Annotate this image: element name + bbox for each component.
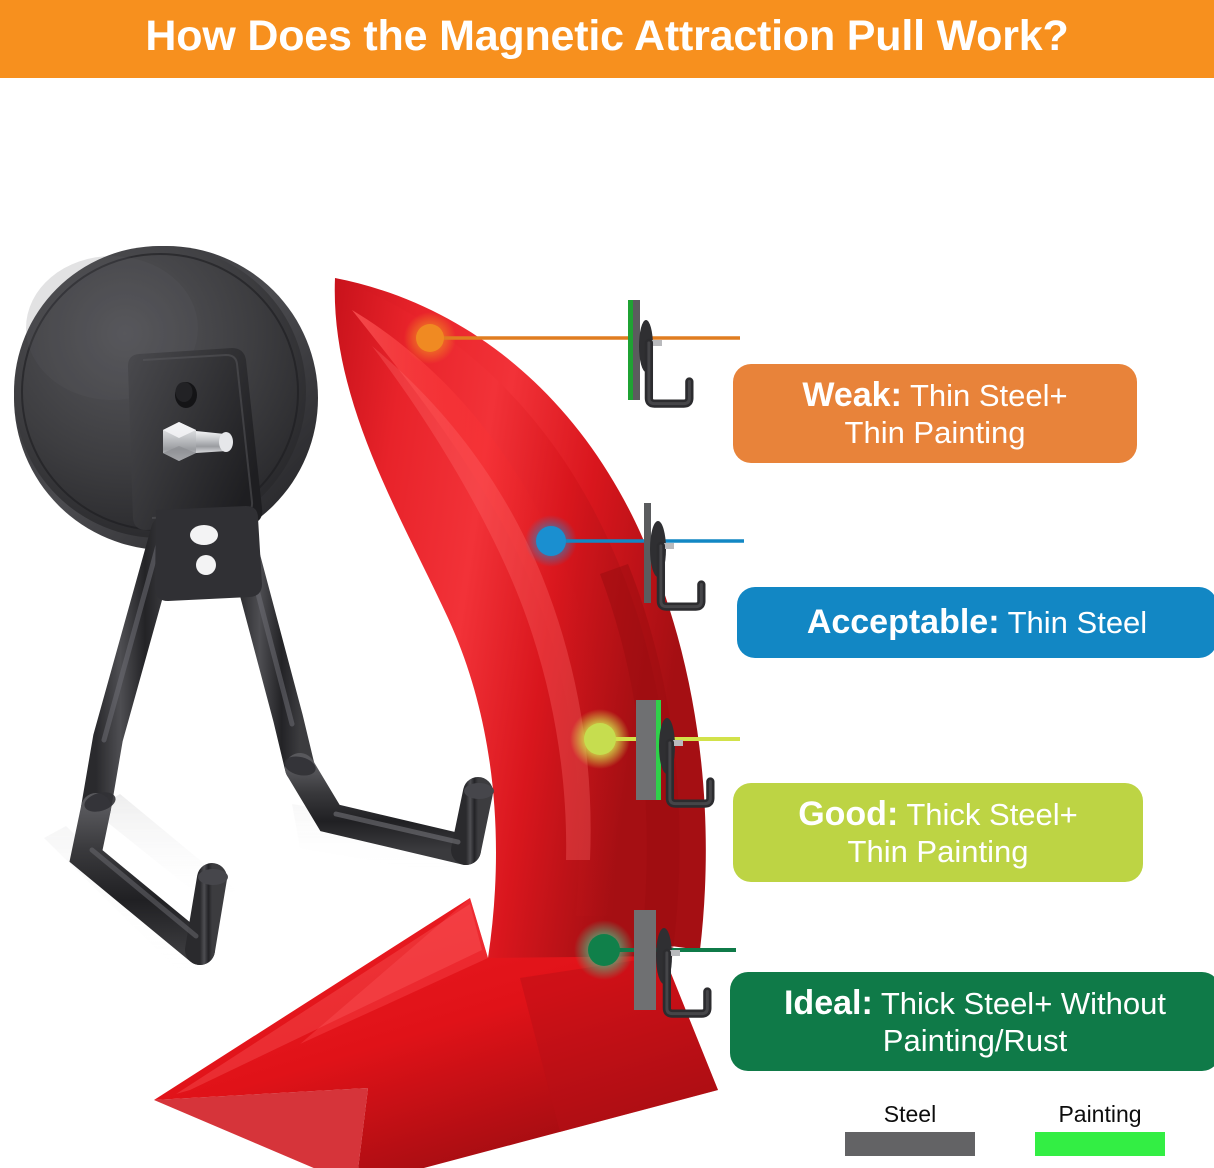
- arm-joint-plate: [155, 506, 262, 601]
- callout-good-line-2: Thin Painting: [847, 833, 1029, 869]
- callout-good: Good: Thick Steel+ Thin Painting: [733, 783, 1143, 882]
- diagram-stage: Weak: Thin Steel+ Thin Painting Acceptab…: [0, 78, 1214, 1168]
- callout-weak-keyword: Weak:: [802, 375, 902, 414]
- connector-weak: [404, 312, 740, 364]
- hook-arms: [69, 515, 494, 965]
- header-banner: How Does the Magnetic Attraction Pull Wo…: [0, 0, 1214, 78]
- callout-ideal-line-1: Ideal: Thick Steel+ Without: [744, 983, 1206, 1022]
- painting-layer-good: [656, 700, 661, 800]
- wall-sample-good: [636, 700, 710, 809]
- diagram-artwork: [14, 246, 744, 1168]
- callout-acceptable-line-1: Acceptable: Thin Steel: [751, 604, 1203, 641]
- steel-layer-good: [636, 700, 656, 800]
- callout-ideal: Ideal: Thick Steel+ Without Painting/Rus…: [730, 972, 1214, 1071]
- wall-sample-weak: [628, 300, 689, 409]
- callout-ideal-line-2: Painting/Rust: [882, 1022, 1068, 1058]
- connector-good: [570, 709, 740, 769]
- page-title: How Does the Magnetic Attraction Pull Wo…: [145, 12, 1069, 60]
- steel-layer-acceptable: [644, 503, 651, 603]
- callout-acceptable: Acceptable: Thin Steel: [737, 587, 1214, 658]
- legend: Steel Painting: [845, 1100, 1214, 1162]
- callout-good-line-1: Good: Thick Steel+: [747, 794, 1129, 833]
- legend-swatch-painting: [1035, 1132, 1165, 1156]
- hex-bolt: [163, 422, 233, 461]
- callout-weak: Weak: Thin Steel+ Thin Painting: [733, 364, 1137, 463]
- legend-item-painting: Painting: [1035, 1100, 1165, 1156]
- wall-sample-acceptable: [644, 503, 701, 612]
- legend-label-steel: Steel: [883, 1101, 937, 1127]
- callout-good-keyword: Good:: [798, 794, 899, 833]
- callout-ideal-text-1: Thick Steel+ Without: [880, 985, 1167, 1021]
- callout-good-text-1: Thick Steel+: [906, 796, 1078, 832]
- callout-acceptable-text-1: Thin Steel: [1007, 605, 1148, 640]
- wall-sample-ideal: [634, 910, 707, 1019]
- callout-ideal-keyword: Ideal:: [783, 983, 873, 1022]
- magnetic-hook-product: [14, 246, 494, 978]
- callout-weak-line-2: Thin Painting: [844, 414, 1026, 450]
- strength-arrow: [154, 278, 718, 1168]
- legend-swatch-steel: [845, 1132, 975, 1156]
- legend-item-steel: Steel: [845, 1100, 975, 1156]
- callout-weak-text-1: Thin Steel+: [909, 377, 1068, 413]
- legend-label-painting: Painting: [1058, 1101, 1142, 1127]
- steel-layer-weak: [633, 300, 640, 400]
- callout-weak-line-1: Weak: Thin Steel+: [747, 375, 1123, 414]
- steel-layer-ideal: [634, 910, 656, 1010]
- callout-acceptable-keyword: Acceptable:: [806, 603, 1000, 641]
- painting-layer-weak: [628, 300, 633, 400]
